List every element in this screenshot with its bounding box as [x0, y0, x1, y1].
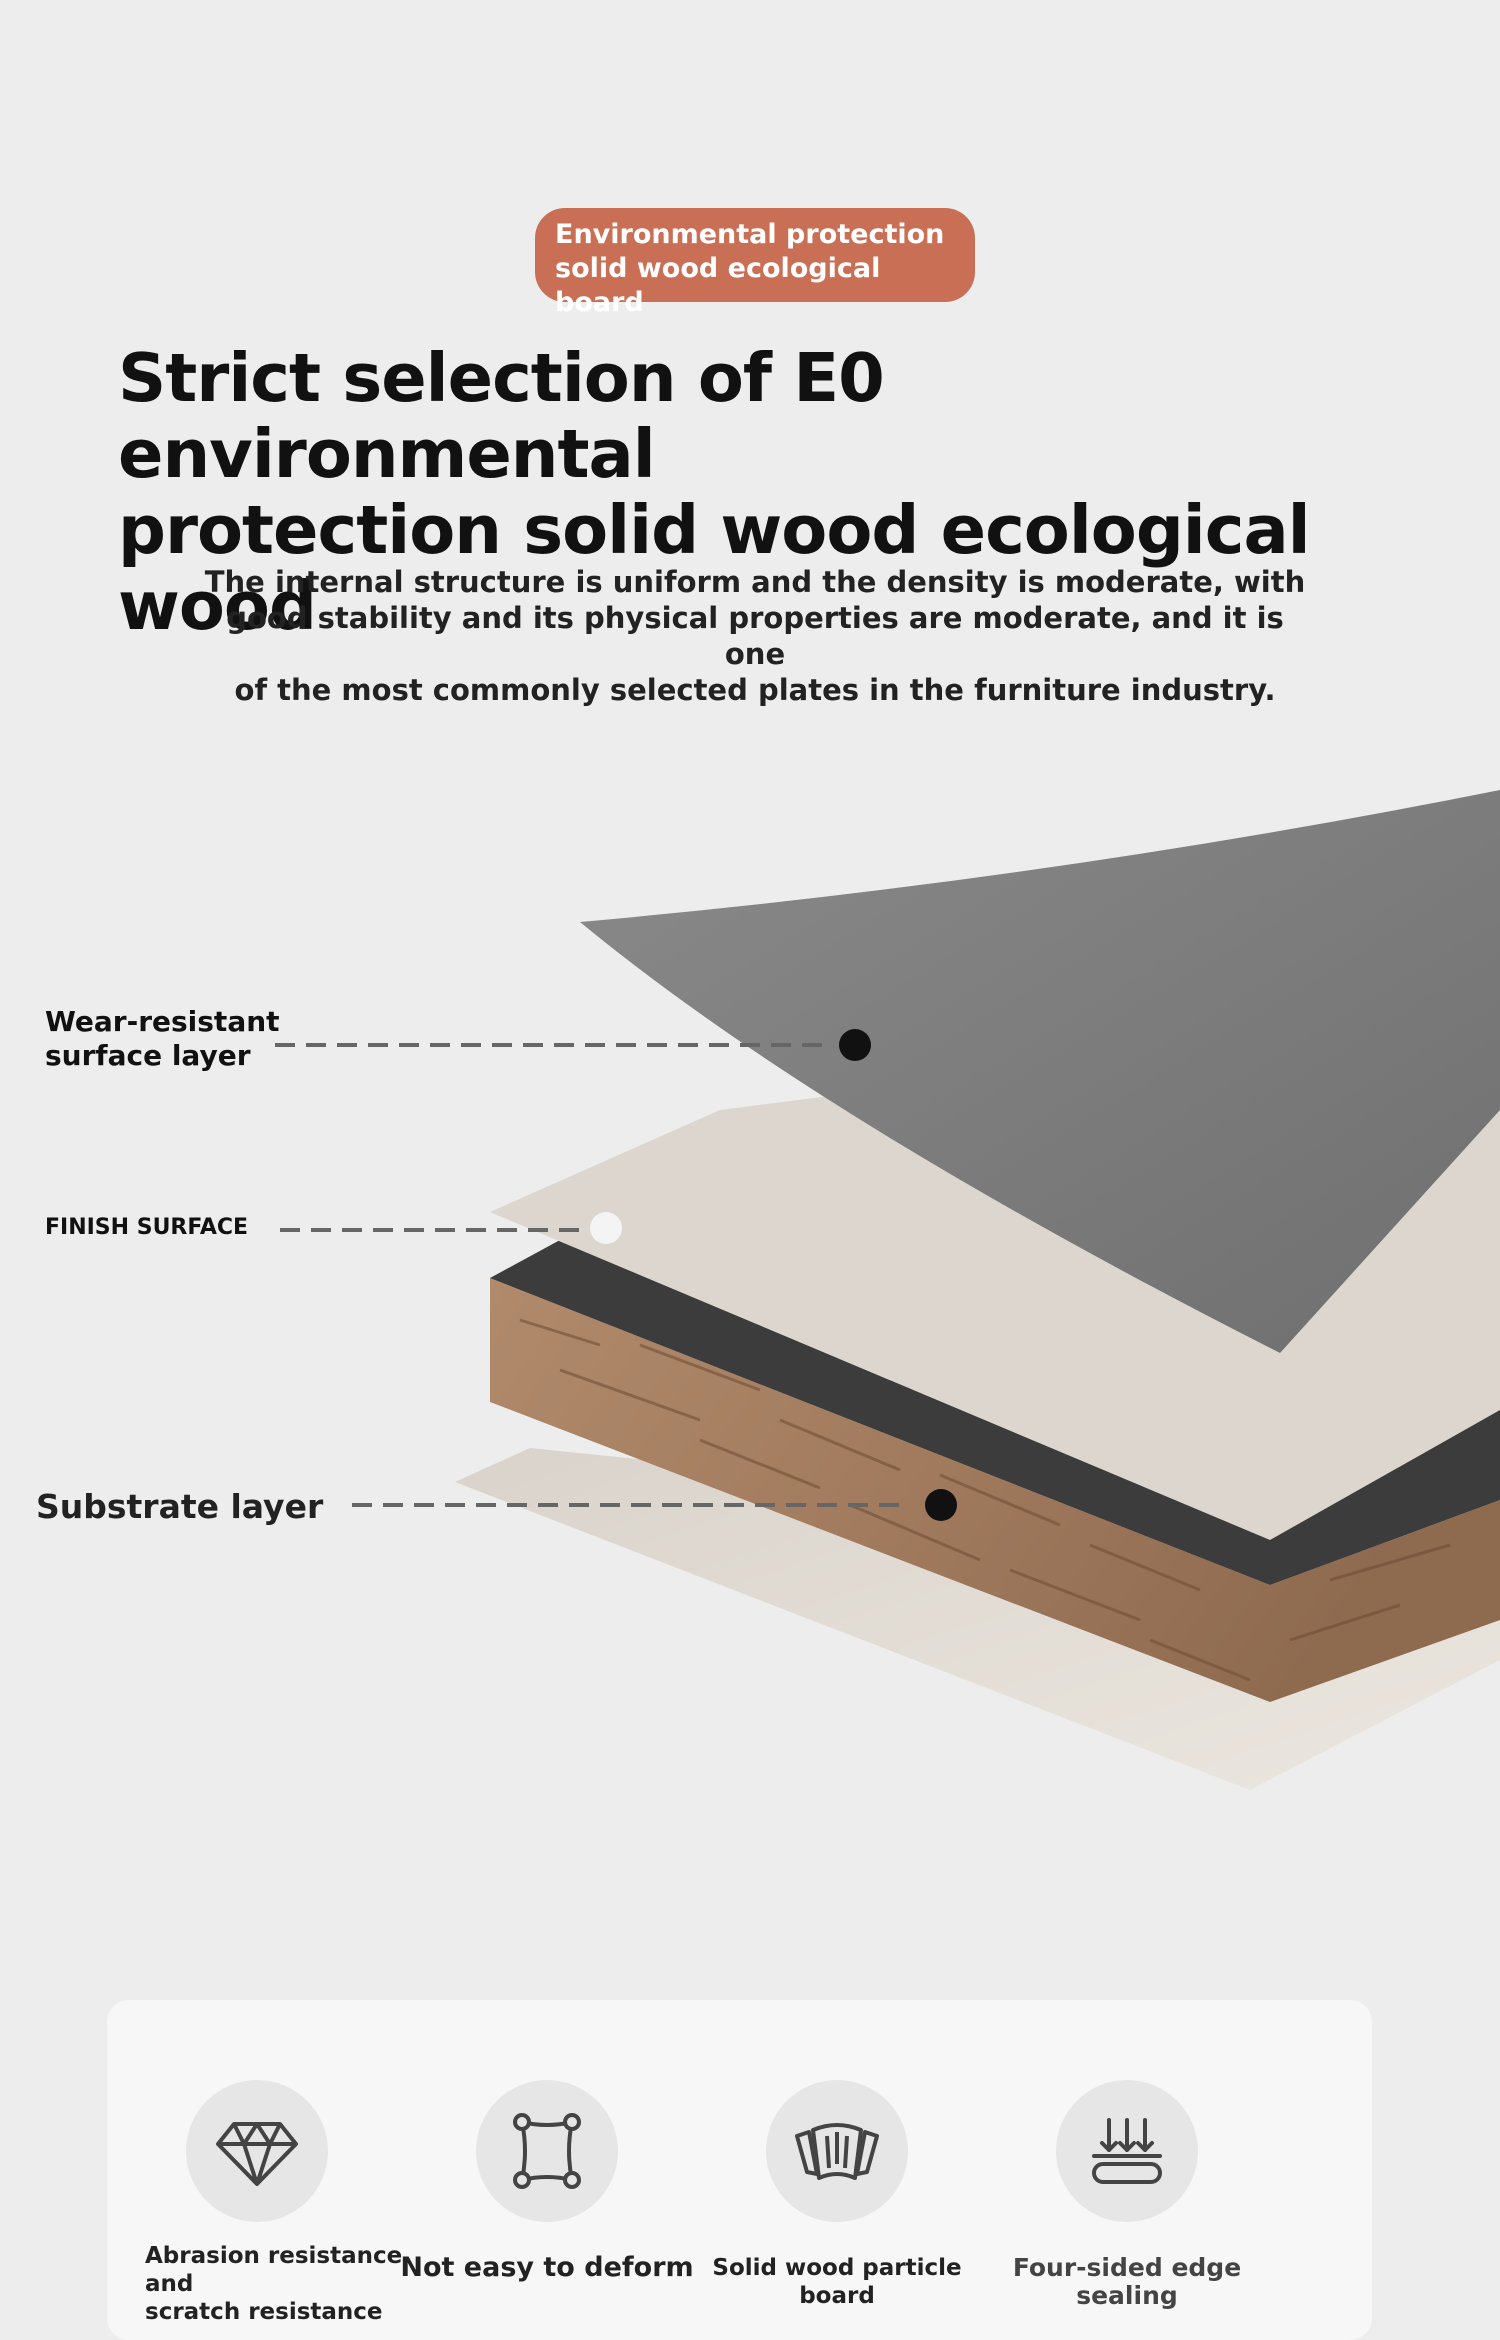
title-line-1: Strict selection of E0 environmental: [118, 339, 885, 493]
diamond-icon: [186, 2080, 328, 2222]
abrasion-label-line-1: Abrasion resistance and: [145, 2243, 403, 2297]
wear-label-line-1: Wear-resistant: [45, 1005, 280, 1038]
deform-frame-icon: [476, 2080, 618, 2222]
wear-resistant-label: Wear-resistant surface layer: [45, 1005, 280, 1073]
page-title: Strict selection of E0 environmental pro…: [118, 340, 1418, 644]
abrasion-label-line-2: scratch resistance: [145, 2299, 383, 2325]
board-layer-diagram: [275, 790, 1500, 1790]
feature-particle-board: Solid wood particle board: [687, 2080, 987, 2310]
badge-line-1: Environmental protection: [555, 219, 945, 250]
wear-label-line-2: surface layer: [45, 1039, 251, 1072]
edge-sealing-icon: [1056, 2080, 1198, 2222]
particle-board-icon: [766, 2080, 908, 2222]
feature-no-deform: Not easy to deform: [397, 2080, 697, 2282]
feature-particle-board-label: Solid wood particle board: [712, 2255, 962, 2309]
finish-surface-label: FINISH SURFACE: [45, 1215, 249, 1240]
description: The internal structure is uniform and th…: [200, 564, 1310, 708]
feature-edge-sealing-label: Four-sided edge sealing: [1012, 2253, 1242, 2310]
substrate-marker-dot: [925, 1489, 957, 1521]
description-line-1: The internal structure is uniform and th…: [204, 565, 1306, 599]
description-line-3: of the most commonly selected plates in …: [234, 673, 1276, 707]
feature-abrasion-label: Abrasion resistance and scratch resistan…: [107, 2242, 407, 2326]
substrate-layer-label: Substrate layer: [36, 1487, 324, 1526]
description-line-2: good stability and its physical properti…: [226, 601, 1284, 671]
wear-marker-dot: [839, 1029, 871, 1061]
wood-grain: [519, 1318, 1451, 1682]
finish-marker-dot: [590, 1212, 622, 1244]
badge-line-2: solid wood ecological board: [555, 253, 881, 318]
title-line-2: protection solid wood ecological wood: [118, 491, 1311, 645]
features-card: Abrasion resistance and scratch resistan…: [107, 2000, 1372, 2340]
category-badge: Environmental protection solid wood ecol…: [535, 208, 975, 318]
feature-edge-sealing: Four-sided edge sealing: [977, 2080, 1277, 2310]
feature-no-deform-label: Not easy to deform: [400, 2252, 694, 2283]
feature-abrasion: Abrasion resistance and scratch resistan…: [107, 2080, 407, 2326]
wear-resistant-sheet: [580, 790, 1500, 1353]
